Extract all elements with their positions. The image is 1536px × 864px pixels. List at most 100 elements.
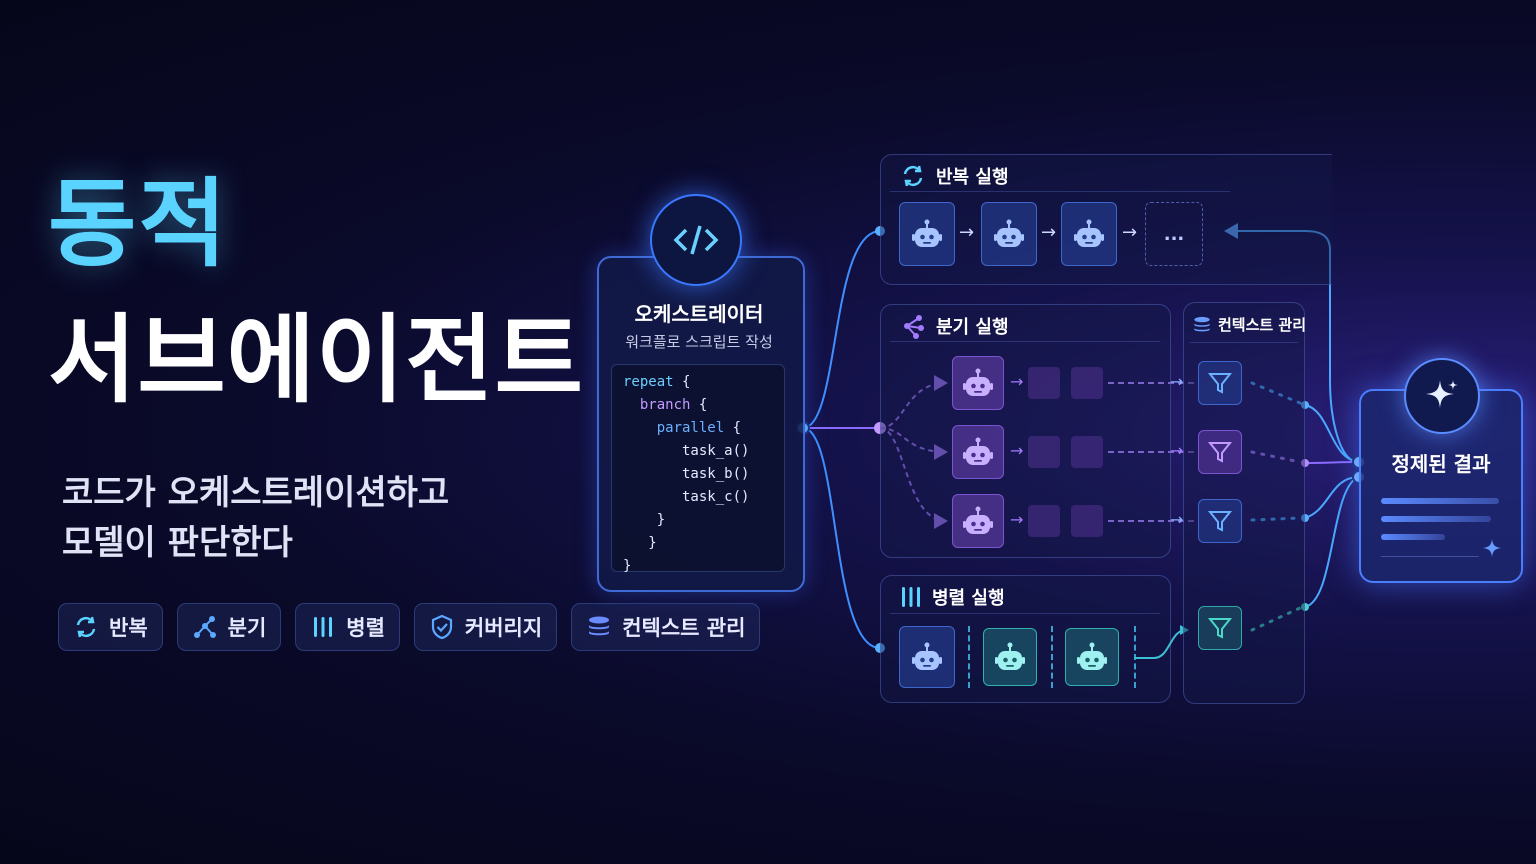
- chip-label: 컨텍스트 관리: [622, 616, 746, 640]
- dashed-separator: [968, 626, 970, 688]
- agent-bot: [952, 494, 1004, 548]
- agent-bot: [983, 628, 1037, 686]
- code-block: repeat { branch { parallel { task_a() ta…: [611, 364, 785, 574]
- code-line: }: [623, 535, 657, 551]
- hero-title-line2: 서브에이전트: [48, 304, 584, 416]
- parallel-icon: [314, 617, 333, 637]
- task-stub: [1028, 367, 1060, 399]
- task-stub: [1028, 436, 1060, 468]
- arrow-icon: →: [1010, 441, 1024, 460]
- filter-icon: [1198, 361, 1242, 405]
- arrow-icon: →: [1041, 222, 1057, 243]
- dashed-connector: [1108, 520, 1194, 522]
- agent-bot: [952, 356, 1004, 410]
- robot-icon: [912, 642, 942, 670]
- chip-branch: 분기: [176, 603, 282, 651]
- dashed-connector: [1108, 451, 1194, 453]
- more-placeholder: ...: [1145, 202, 1203, 266]
- code-line: repeat {: [623, 374, 691, 390]
- code-line: task_c(): [623, 489, 750, 505]
- dashed-separator: [1051, 626, 1053, 688]
- agent-bot: [1061, 202, 1117, 266]
- parallel-section-header: 병렬 실행: [900, 584, 1005, 610]
- branch-divider: [890, 341, 1160, 342]
- arrow-icon: →: [1010, 372, 1024, 391]
- branch-section-header: 분기 실행: [900, 313, 1009, 339]
- loop-icon: [903, 165, 923, 187]
- hero-title-line1: 동적: [48, 168, 229, 280]
- code-line: task_a(): [623, 443, 750, 459]
- robot-icon: [1077, 642, 1107, 670]
- repeat-section-header: 반복 실행: [900, 163, 1009, 189]
- hero-subtitle: 코드가 오케스트레이션하고 모델이 판단한다: [62, 468, 449, 568]
- branch-section-title: 분기 실행: [936, 317, 1009, 338]
- subtitle-line1: 코드가 오케스트레이션하고: [62, 473, 450, 513]
- parallel-divider: [890, 613, 1160, 614]
- chip-label: 커버리지: [464, 616, 543, 640]
- context-section-header: 컨텍스트 관리: [1192, 314, 1306, 335]
- task-stub: [1071, 367, 1103, 399]
- robot-icon: [912, 219, 942, 247]
- arrow-icon: →: [1170, 510, 1184, 529]
- dashed-connector: [1108, 382, 1194, 384]
- orchestrator-subtitle: 워크플로 스크립트 작성: [625, 333, 773, 351]
- feature-chips: 반복 분기 병렬 커버리지 컨텍스트 관리: [58, 603, 761, 651]
- task-stub: [1071, 436, 1103, 468]
- code-line: }: [623, 512, 666, 528]
- task-stub: [1071, 505, 1103, 537]
- stack-icon: [1194, 316, 1210, 331]
- chip-label: 분기: [227, 616, 267, 640]
- agent-bot: [899, 202, 955, 266]
- filter-icon: [1198, 430, 1242, 474]
- robot-icon: [1074, 219, 1104, 247]
- code-line: parallel {: [656, 420, 742, 436]
- agent-bot: [981, 202, 1037, 266]
- chip-parallel: 병렬: [295, 603, 400, 651]
- agent-bot: [899, 626, 955, 688]
- branch-icon: [193, 616, 216, 638]
- context-section-title: 컨텍스트 관리: [1218, 316, 1307, 334]
- agent-bot: [1065, 628, 1119, 686]
- filter-icon: [1198, 499, 1242, 543]
- task-stub: [1028, 505, 1060, 537]
- robot-icon: [995, 642, 1025, 670]
- code-icon: [650, 194, 742, 286]
- arrow-icon: →: [1122, 222, 1138, 243]
- code-line: task_b(): [623, 466, 750, 482]
- code-line: }: [623, 558, 632, 574]
- context-divider: [1190, 342, 1298, 343]
- sparkle-icon: [1483, 539, 1501, 557]
- repeat-section-title: 반복 실행: [936, 167, 1009, 188]
- chip-repeat: 반복: [58, 603, 163, 651]
- arrow-icon: →: [1170, 372, 1184, 391]
- chip-label: 반복: [109, 616, 148, 640]
- robot-icon: [963, 437, 993, 465]
- result-divider: [1381, 556, 1479, 557]
- stack-icon: [589, 616, 610, 636]
- result-text-line: [1381, 498, 1499, 504]
- parallel-section-title: 병렬 실행: [932, 588, 1005, 609]
- shield-icon: [431, 614, 453, 640]
- chip-context: 컨텍스트 관리: [571, 603, 761, 651]
- result-text-line: [1381, 516, 1491, 522]
- robot-icon: [963, 506, 993, 534]
- code-line: branch {: [639, 397, 708, 413]
- chip-label: 병렬: [346, 616, 385, 640]
- filter-icon: [1198, 606, 1242, 650]
- agent-bot: [952, 425, 1004, 479]
- parallel-output-line: [1134, 625, 1189, 659]
- result-label: 정제된 결과: [1391, 452, 1491, 476]
- robot-icon: [963, 368, 993, 396]
- parallel-icon: [902, 587, 920, 607]
- robot-icon: [994, 219, 1024, 247]
- arrow-icon: →: [1010, 510, 1024, 529]
- branch-icon: [904, 315, 924, 339]
- branch-section: [880, 304, 1171, 558]
- subtitle-line2: 모델이 판단한다: [62, 523, 293, 563]
- arrow-icon: →: [1170, 441, 1184, 460]
- arrow-icon: →: [959, 222, 975, 243]
- repeat-divider: [890, 191, 1230, 192]
- orchestrator-title: 오케스트레이터: [634, 302, 764, 326]
- sparkle-icon: [1404, 358, 1480, 434]
